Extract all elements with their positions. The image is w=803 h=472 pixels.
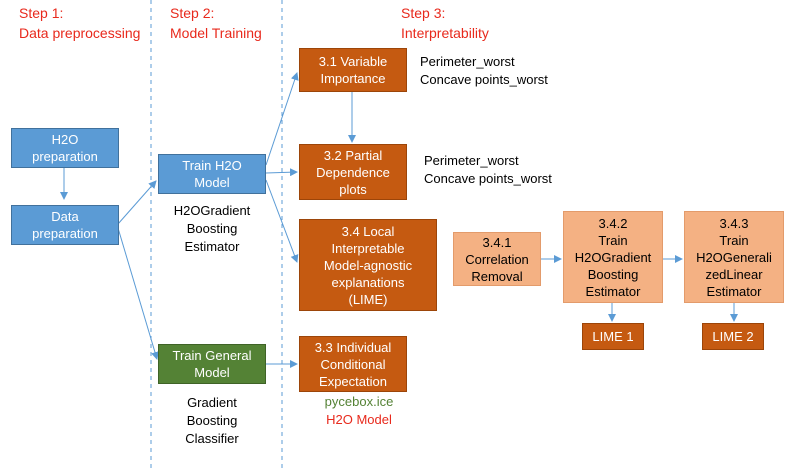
h2o-preparation-box: H2O preparation xyxy=(11,128,119,168)
box-line: Model xyxy=(194,175,230,190)
box-line: H2OGradient xyxy=(574,249,652,265)
step2-subtitle: Model Training xyxy=(170,25,262,41)
note-line: Boosting xyxy=(186,221,238,236)
box-line: plots xyxy=(339,181,367,197)
box-line: zedLinear xyxy=(705,266,763,282)
arrow-h2o-to-var-importance xyxy=(265,72,299,166)
train-glm-estimator-box: 3.4.3 Train H2OGenerali zedLinear Estima… xyxy=(684,211,784,303)
pycebox-label: pycebox.ice xyxy=(324,394,394,409)
note-line: H2OGradient xyxy=(173,203,251,218)
box-line: 3.4.2 xyxy=(598,215,628,231)
arrow-h2o-to-pdp xyxy=(265,168,298,177)
variable-importance-box: 3.1 Variable Importance xyxy=(299,48,407,92)
box-line: Estimator xyxy=(585,283,641,299)
box-line: preparation xyxy=(32,149,98,164)
gb-classifier-note: Gradient Boosting Classifier xyxy=(158,394,266,448)
step3-subtitle: Interpretability xyxy=(401,25,489,41)
box-line: Data xyxy=(51,209,79,224)
box-line: (LIME) xyxy=(348,291,388,307)
box-line: Boosting xyxy=(587,266,639,282)
box-line: Train xyxy=(598,232,628,248)
box-line: 3.3 Individual xyxy=(314,339,392,355)
box-line: Conditional xyxy=(320,356,386,372)
box-line: Estimator xyxy=(706,283,762,299)
box-line: Train H2O xyxy=(182,158,242,173)
arrow-data-to-train-general xyxy=(117,227,159,360)
box-line: Train General xyxy=(172,348,252,363)
variable-importance-features: Perimeter_worst Concave points_worst xyxy=(420,53,548,89)
box-line: Expectation xyxy=(319,373,387,389)
box-line: preparation xyxy=(32,226,98,241)
lime2-box: LIME 2 xyxy=(702,323,764,350)
box-line: Model-agnostic xyxy=(323,257,413,273)
box-line: 3.2 Partial xyxy=(323,147,383,163)
step1-header: Step 1: Data preprocessing xyxy=(19,3,140,43)
note-line: Classifier xyxy=(185,431,239,446)
note-line: Perimeter_worst xyxy=(424,153,519,168)
box-line: 3.4.1 xyxy=(482,234,512,250)
ice-tools-note: pycebox.ice H2O Model xyxy=(299,393,419,429)
ice-box: 3.3 Individual Conditional Expectation xyxy=(299,336,407,392)
note-line: Gradient xyxy=(187,395,237,410)
box-line: 3.4.3 xyxy=(719,215,749,231)
box-line: H2O xyxy=(51,132,79,147)
lime-box: 3.4 Local Interpretable Model-agnostic e… xyxy=(299,219,437,311)
box-line: Model xyxy=(194,365,230,380)
box-line: 3.1 Variable xyxy=(318,54,388,69)
note-line: Boosting xyxy=(186,413,238,428)
box-line: Train xyxy=(719,232,749,248)
train-general-model-box: Train General Model xyxy=(158,344,266,384)
step2-header: Step 2: Model Training xyxy=(170,3,262,43)
note-line: Perimeter_worst xyxy=(420,54,515,69)
box-line: LIME 2 xyxy=(712,329,754,344)
note-line: Concave points_worst xyxy=(424,171,552,186)
partial-dependence-box: 3.2 Partial Dependence plots xyxy=(299,144,407,200)
step1-title: Step 1: xyxy=(19,5,64,21)
arrow-h2o-to-lime xyxy=(265,179,299,263)
partial-dependence-features: Perimeter_worst Concave points_worst xyxy=(424,152,552,188)
data-preparation-box: Data preparation xyxy=(11,205,119,245)
box-line: Removal xyxy=(471,268,523,284)
box-line: explanations xyxy=(331,274,405,290)
step3-header: Step 3: Interpretability xyxy=(401,3,489,43)
box-line: Importance xyxy=(320,71,386,86)
box-line: 3.4 Local xyxy=(341,223,395,239)
train-gb-estimator-box: 3.4.2 Train H2OGradient Boosting Estimat… xyxy=(563,211,663,303)
h2o-estimator-note: H2OGradient Boosting Estimator xyxy=(158,202,266,256)
h2o-model-label: H2O Model xyxy=(326,412,392,427)
lime1-box: LIME 1 xyxy=(582,323,644,350)
train-h2o-model-box: Train H2O Model xyxy=(158,154,266,194)
box-line: Correlation xyxy=(465,251,529,267)
step3-title: Step 3: xyxy=(401,5,446,21)
correlation-removal-box: 3.4.1 Correlation Removal xyxy=(453,232,541,286)
box-line: LIME 1 xyxy=(592,329,634,344)
note-line: Concave points_worst xyxy=(420,72,548,87)
box-line: Interpretable xyxy=(331,240,405,256)
box-line: H2OGenerali xyxy=(696,249,772,265)
step2-title: Step 2: xyxy=(170,5,215,21)
step1-subtitle: Data preprocessing xyxy=(19,25,141,41)
note-line: Estimator xyxy=(184,239,240,254)
arrow-data-to-train-h2o xyxy=(117,180,157,225)
box-line: Dependence xyxy=(316,164,390,180)
